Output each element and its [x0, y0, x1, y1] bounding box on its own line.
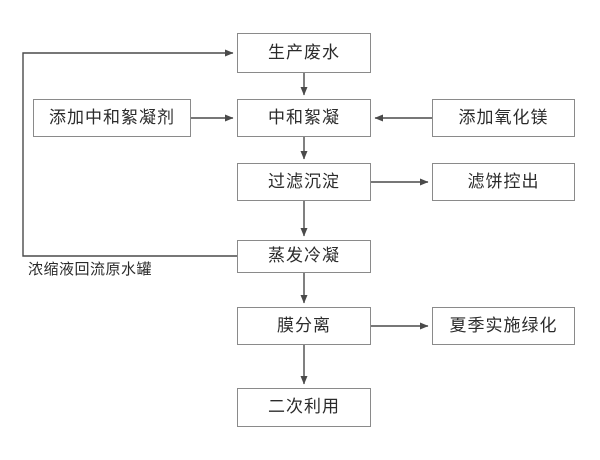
node-evaporate-condense[interactable]: 蒸发冷凝 — [237, 240, 371, 273]
node-label: 添加中和絮凝剂 — [49, 107, 175, 128]
node-label: 添加氧化镁 — [458, 107, 549, 128]
node-label: 中和絮凝 — [268, 107, 340, 128]
node-membrane-separation[interactable]: 膜分离 — [237, 307, 371, 345]
label-concentrate-reflux-note: 浓缩液回流原水罐 — [28, 262, 152, 277]
node-summer-greening[interactable]: 夏季实施绿化 — [432, 307, 575, 345]
node-label: 过滤沉淀 — [268, 171, 340, 192]
node-neutralize-flocculate[interactable]: 中和絮凝 — [237, 99, 371, 137]
node-label: 蒸发冷凝 — [268, 246, 340, 266]
node-filter-cake-output[interactable]: 滤饼控出 — [432, 163, 575, 201]
node-secondary-reuse[interactable]: 二次利用 — [237, 388, 371, 427]
node-label: 滤饼控出 — [467, 171, 540, 192]
node-label: 膜分离 — [277, 315, 331, 336]
node-add-magnesium-oxide[interactable]: 添加氧化镁 — [432, 99, 575, 137]
node-production-wastewater[interactable]: 生产废水 — [237, 33, 371, 73]
node-add-flocculant[interactable]: 添加中和絮凝剂 — [33, 99, 191, 137]
node-label: 夏季实施绿化 — [449, 315, 558, 336]
node-label: 二次利用 — [268, 397, 340, 417]
edge-evaporate-reflux-loop — [22, 49, 237, 257]
node-filter-precipitate[interactable]: 过滤沉淀 — [237, 163, 371, 201]
node-label: 生产废水 — [268, 42, 340, 63]
free-label-text: 浓缩液回流原水罐 — [28, 260, 153, 278]
